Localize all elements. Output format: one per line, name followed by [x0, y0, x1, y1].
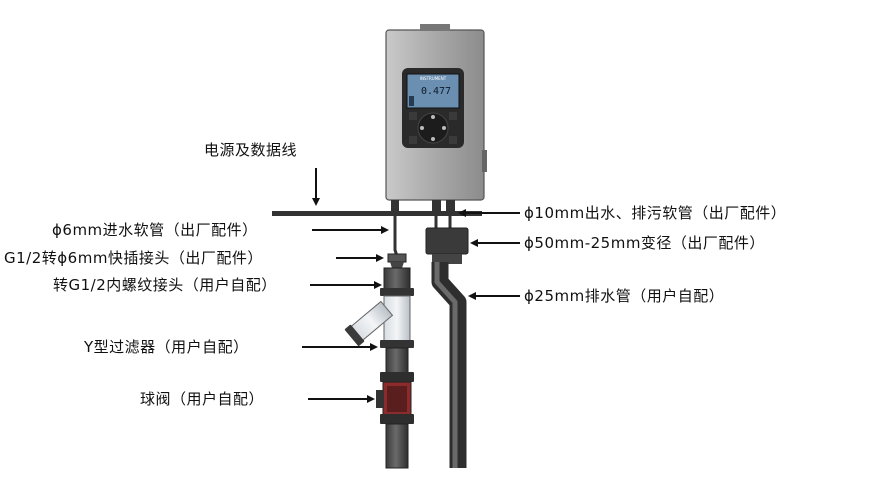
label-ball-valve: 球阀（用户自配）: [140, 390, 265, 408]
inlet-assembly: [344, 253, 414, 469]
keypad: [409, 112, 457, 144]
label-thread-adapter: 转G1/2内螺纹接头（用户自配）: [53, 276, 277, 294]
label-power-data-cable: 电源及数据线: [204, 141, 298, 159]
screen-value: 0.477: [421, 86, 451, 97]
reducer-fitting: [425, 227, 469, 264]
callout-arrows: [302, 168, 520, 403]
power-data-cable: [272, 211, 482, 216]
label-inlet-hose: ϕ6mm进水软管（出厂配件）: [52, 221, 258, 239]
label-reducer: ϕ50mm-25mm变径（出厂配件）: [524, 234, 765, 252]
housing-fittings: [391, 200, 455, 214]
label-outlet-hose: ϕ10mm出水、排污软管（出厂配件）: [524, 204, 787, 222]
display-screen: [406, 73, 460, 109]
ball-valve: [376, 372, 414, 424]
analyzer-housing: [385, 24, 487, 201]
inlet-hose: [393, 212, 399, 257]
label-quick-connector: G1/2转ϕ6mm快插接头（出厂配件）: [4, 249, 263, 267]
drain-pipe: [431, 262, 467, 468]
label-drain-pipe: ϕ25mm排水管（用户自配）: [524, 287, 725, 305]
screen-header: INSTRUMENT: [420, 76, 447, 81]
label-y-filter: Y型过滤器（用户自配）: [84, 338, 249, 356]
